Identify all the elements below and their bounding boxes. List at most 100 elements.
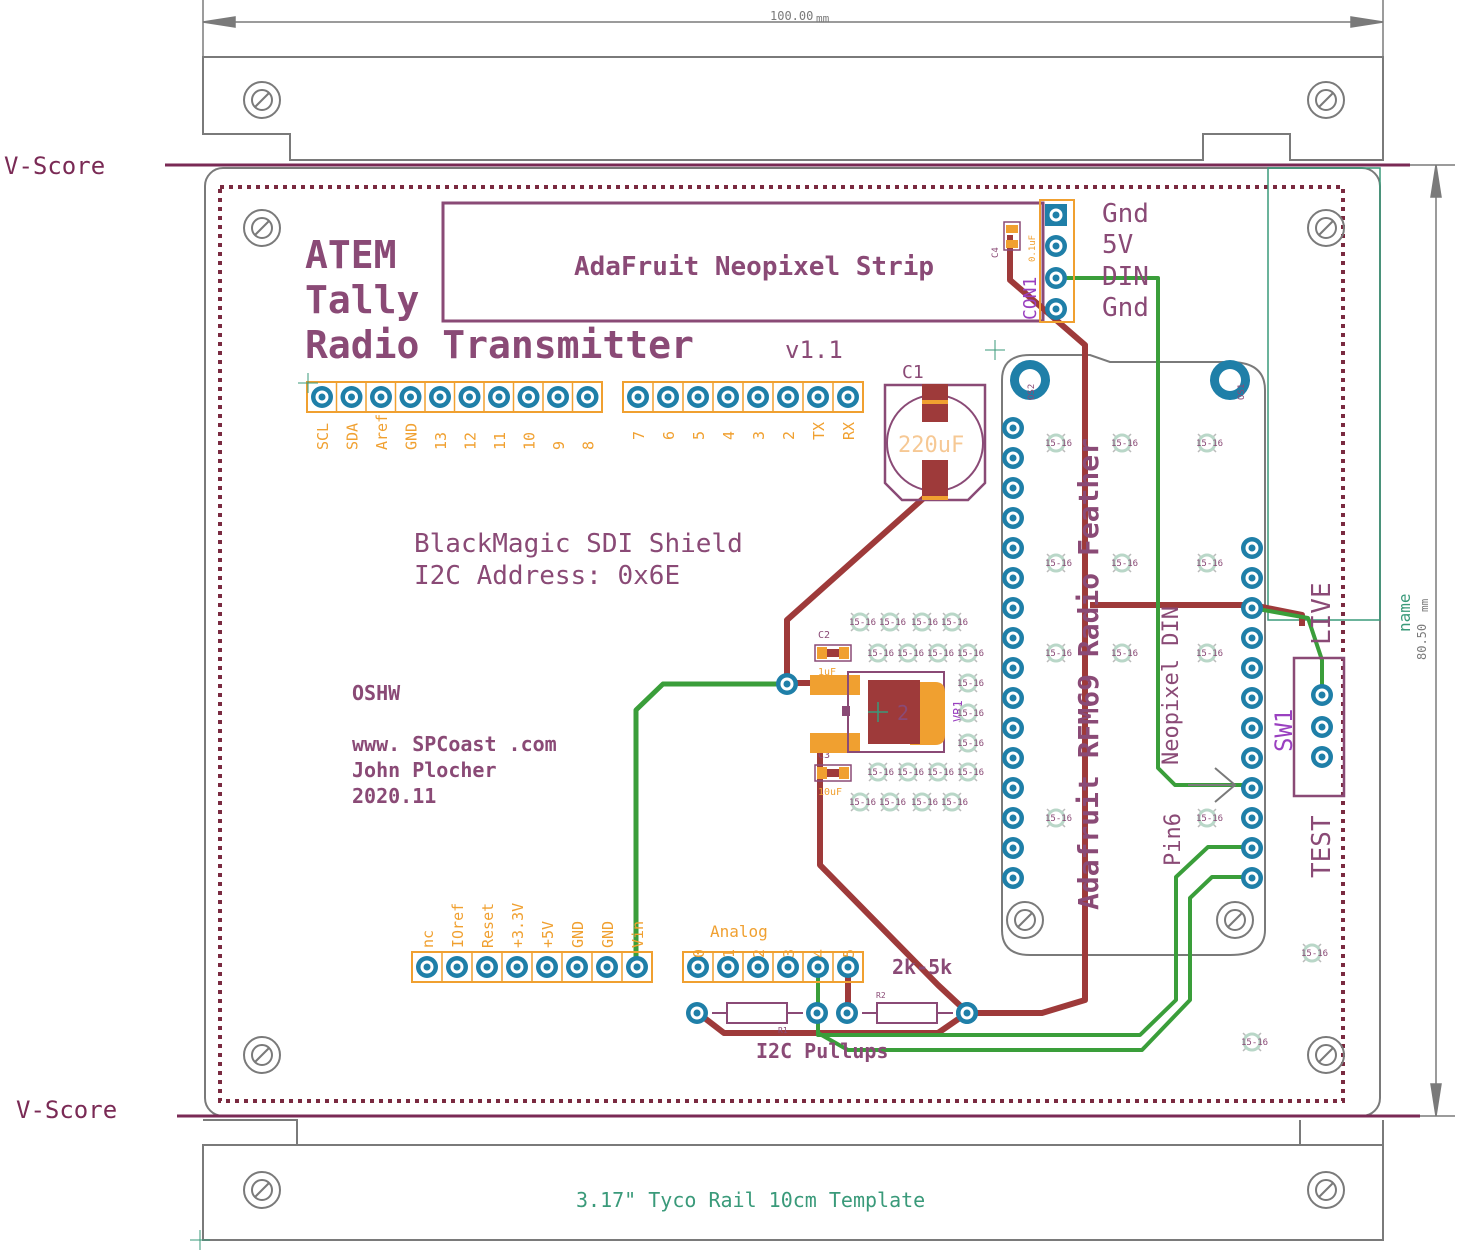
header-pin-label: SCL [314,423,332,450]
neopixel-strip-outline [441,201,1045,323]
via-marker-icon: 15-16 [911,612,938,632]
header-pin-pad [1002,837,1024,859]
via-label: 15-16 [911,798,938,808]
height-dimension-unit: mm [1418,598,1431,612]
via-label: 15-16 [867,768,894,778]
via-label: 15-16 [941,618,968,628]
mounting-hole-icon [243,81,281,119]
r2-ref: R2 [876,991,886,1000]
header-pin-pad [687,386,709,408]
title-line2: Tally [305,278,419,322]
header-pin-label: 3 [750,431,768,440]
credits-block: OSHW www. SPCoast .com John Plocher 2020… [352,681,557,808]
header-pin-pad [566,956,588,978]
header-pin-pad [547,386,569,408]
via-label: 15-16 [957,739,984,749]
via-label: 15-16 [1196,649,1223,659]
header-pin-pad [776,673,798,695]
header-pin-pad [1002,537,1024,559]
pin6-arrow [1188,767,1237,803]
header-pin-pad [806,1002,828,1024]
via-marker-icon: 15-16 [849,792,876,812]
regulator-pin: 2 [897,701,909,725]
header-pin-pad [657,386,679,408]
switch-ref: SW1 [1270,709,1298,752]
header-pin-pad [1002,747,1024,769]
via-label: 15-16 [1301,949,1328,959]
origin-crosshair-icon [190,1230,210,1250]
via-marker-icon: 15-16 [1111,553,1138,573]
capacitor-c1 [883,383,987,502]
via-marker-icon: 15-16 [1196,808,1223,828]
header-pin-label: 8 [580,441,598,450]
header-pin-pad [1002,777,1024,799]
header-pin-label: 3 [780,949,798,958]
title-block: ATEM Tally Radio Transmitter [305,233,694,367]
header-pin-pad [1002,417,1024,439]
header-pin-pad [686,1002,708,1024]
header-pin-label: IOref [449,903,467,948]
header-pin-pad [807,956,829,978]
header-pin-pad [1002,627,1024,649]
mounting-hole-icon [243,1036,281,1074]
via-label: 15-16 [897,768,924,778]
mounting-hole-icon [243,1171,281,1209]
title-line1: ATEM [305,233,397,277]
via-label: 15-16 [867,649,894,659]
mounting-hole-icon [1006,901,1044,939]
header-pin-pad [1311,746,1333,768]
header-pin-pad [956,1002,978,1024]
via-label: 15-16 [1196,439,1223,449]
via-marker-icon: 15-16 [1196,433,1223,453]
header-pin-label: 11 [491,432,509,450]
header-pin-label: 7 [630,431,648,440]
con1-pin-pad [1045,204,1067,226]
header-pin-pad [1002,717,1024,739]
header-pin-label: 5 [840,949,858,958]
via-marker-icon: 15-16 [1045,808,1072,828]
switch-bottom-label: TEST [1307,815,1337,878]
header-pin-pad [717,386,739,408]
header-pin-label: +5V [539,921,557,948]
via-marker-icon: 15-16 [897,762,924,782]
via-label: 15-16 [849,798,876,808]
capacitor-c2 [814,644,852,662]
c3-ref: C3 [818,750,830,761]
width-dimension-unit: mm [816,12,830,25]
header-pin-pad [837,956,859,978]
neopixel-strip-label: AdaFruit Neopixel Strip [574,252,934,282]
header-pin-pad [576,386,599,408]
width-dimension [202,0,1384,57]
feather-label: Adafruit RFM69 Radio Feather [1072,438,1105,910]
header-pin-label: GND [569,921,587,948]
header-pin-label: 6 [660,431,678,440]
via-label: 15-16 [927,649,954,659]
header-pin-label: 0 [690,949,708,958]
c2-value: 1uF [818,667,836,678]
version-label: v1.1 [785,336,843,364]
via-label: 15-16 [1111,439,1138,449]
via-label: 15-16 [1196,559,1223,569]
via-label: 15-16 [957,649,984,659]
via-marker-icon: 15-16 [867,643,894,663]
header-pin-pad [627,386,649,408]
header-pin-pad [399,386,422,408]
mounting-hole-icon [243,209,281,247]
via-label: 15-16 [1045,439,1072,449]
regulator-vr1 [810,671,945,753]
via-marker-icon: 15-16 [897,643,924,663]
header-pin-pad [1002,657,1024,679]
header-pin-pad [1241,747,1263,769]
c3-value: 10uF [818,787,842,798]
c1-ref: C1 [902,362,924,383]
via-label: 15-16 [1045,559,1072,569]
header-pin-label: 9 [550,441,568,450]
header-pin-label: 5 [690,431,708,440]
header-pin-pad [1002,567,1024,589]
c4-ref: C4 [991,247,1001,258]
header-pin-label: 10 [521,432,539,450]
c2-ref: C2 [818,630,830,641]
header-pin-pad [1241,837,1263,859]
via-marker-icon: 15-16 [879,612,906,632]
